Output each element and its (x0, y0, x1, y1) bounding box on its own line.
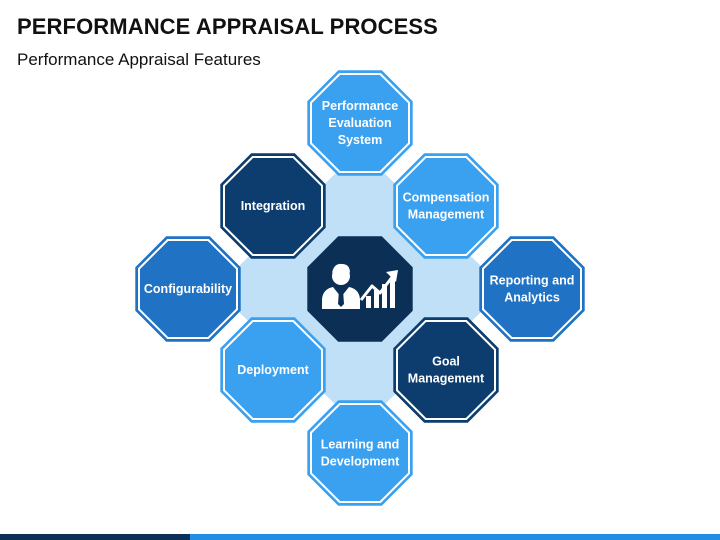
node-label: Goal (432, 355, 460, 369)
node-label: Performance (322, 99, 398, 113)
node-label: Analytics (504, 291, 560, 305)
octagon-shape (482, 239, 582, 339)
octagon-shape (396, 320, 496, 420)
node-label: Development (321, 455, 400, 469)
node-label: System (338, 133, 382, 147)
footer-bar-dark (0, 534, 190, 540)
node-label: Integration (241, 199, 306, 213)
center-octagon (307, 236, 413, 342)
node-integration: Integration (220, 153, 326, 259)
node-label: Evaluation (328, 116, 391, 130)
node-label: Compensation (403, 191, 490, 205)
slide-subtitle: Performance Appraisal Features (17, 50, 261, 69)
octagon-shape (396, 156, 496, 256)
node-label: Management (408, 208, 485, 222)
octagon-shape (138, 239, 238, 339)
node-configurability: Configurability (135, 236, 241, 342)
businessman-growth-chart-icon (322, 263, 398, 309)
octagon-shape (223, 320, 323, 420)
node-deployment: Deployment (220, 317, 326, 423)
footer-bar-light (190, 534, 720, 540)
node-label: Reporting and (490, 274, 575, 288)
node-label: Learning and (321, 438, 399, 452)
node-label: Deployment (237, 363, 309, 377)
center-node (307, 236, 413, 342)
octagon-shape (310, 73, 410, 173)
footer-bar (0, 534, 720, 540)
slide-title: PERFORMANCE APPRAISAL PROCESS (17, 14, 438, 39)
octagon-shape (310, 403, 410, 503)
node-label: Management (408, 372, 485, 386)
feature-nodes: PerformanceEvaluationSystemIntegrationCo… (135, 70, 585, 506)
octagon-shape (223, 156, 323, 256)
node-label: Configurability (144, 282, 232, 296)
